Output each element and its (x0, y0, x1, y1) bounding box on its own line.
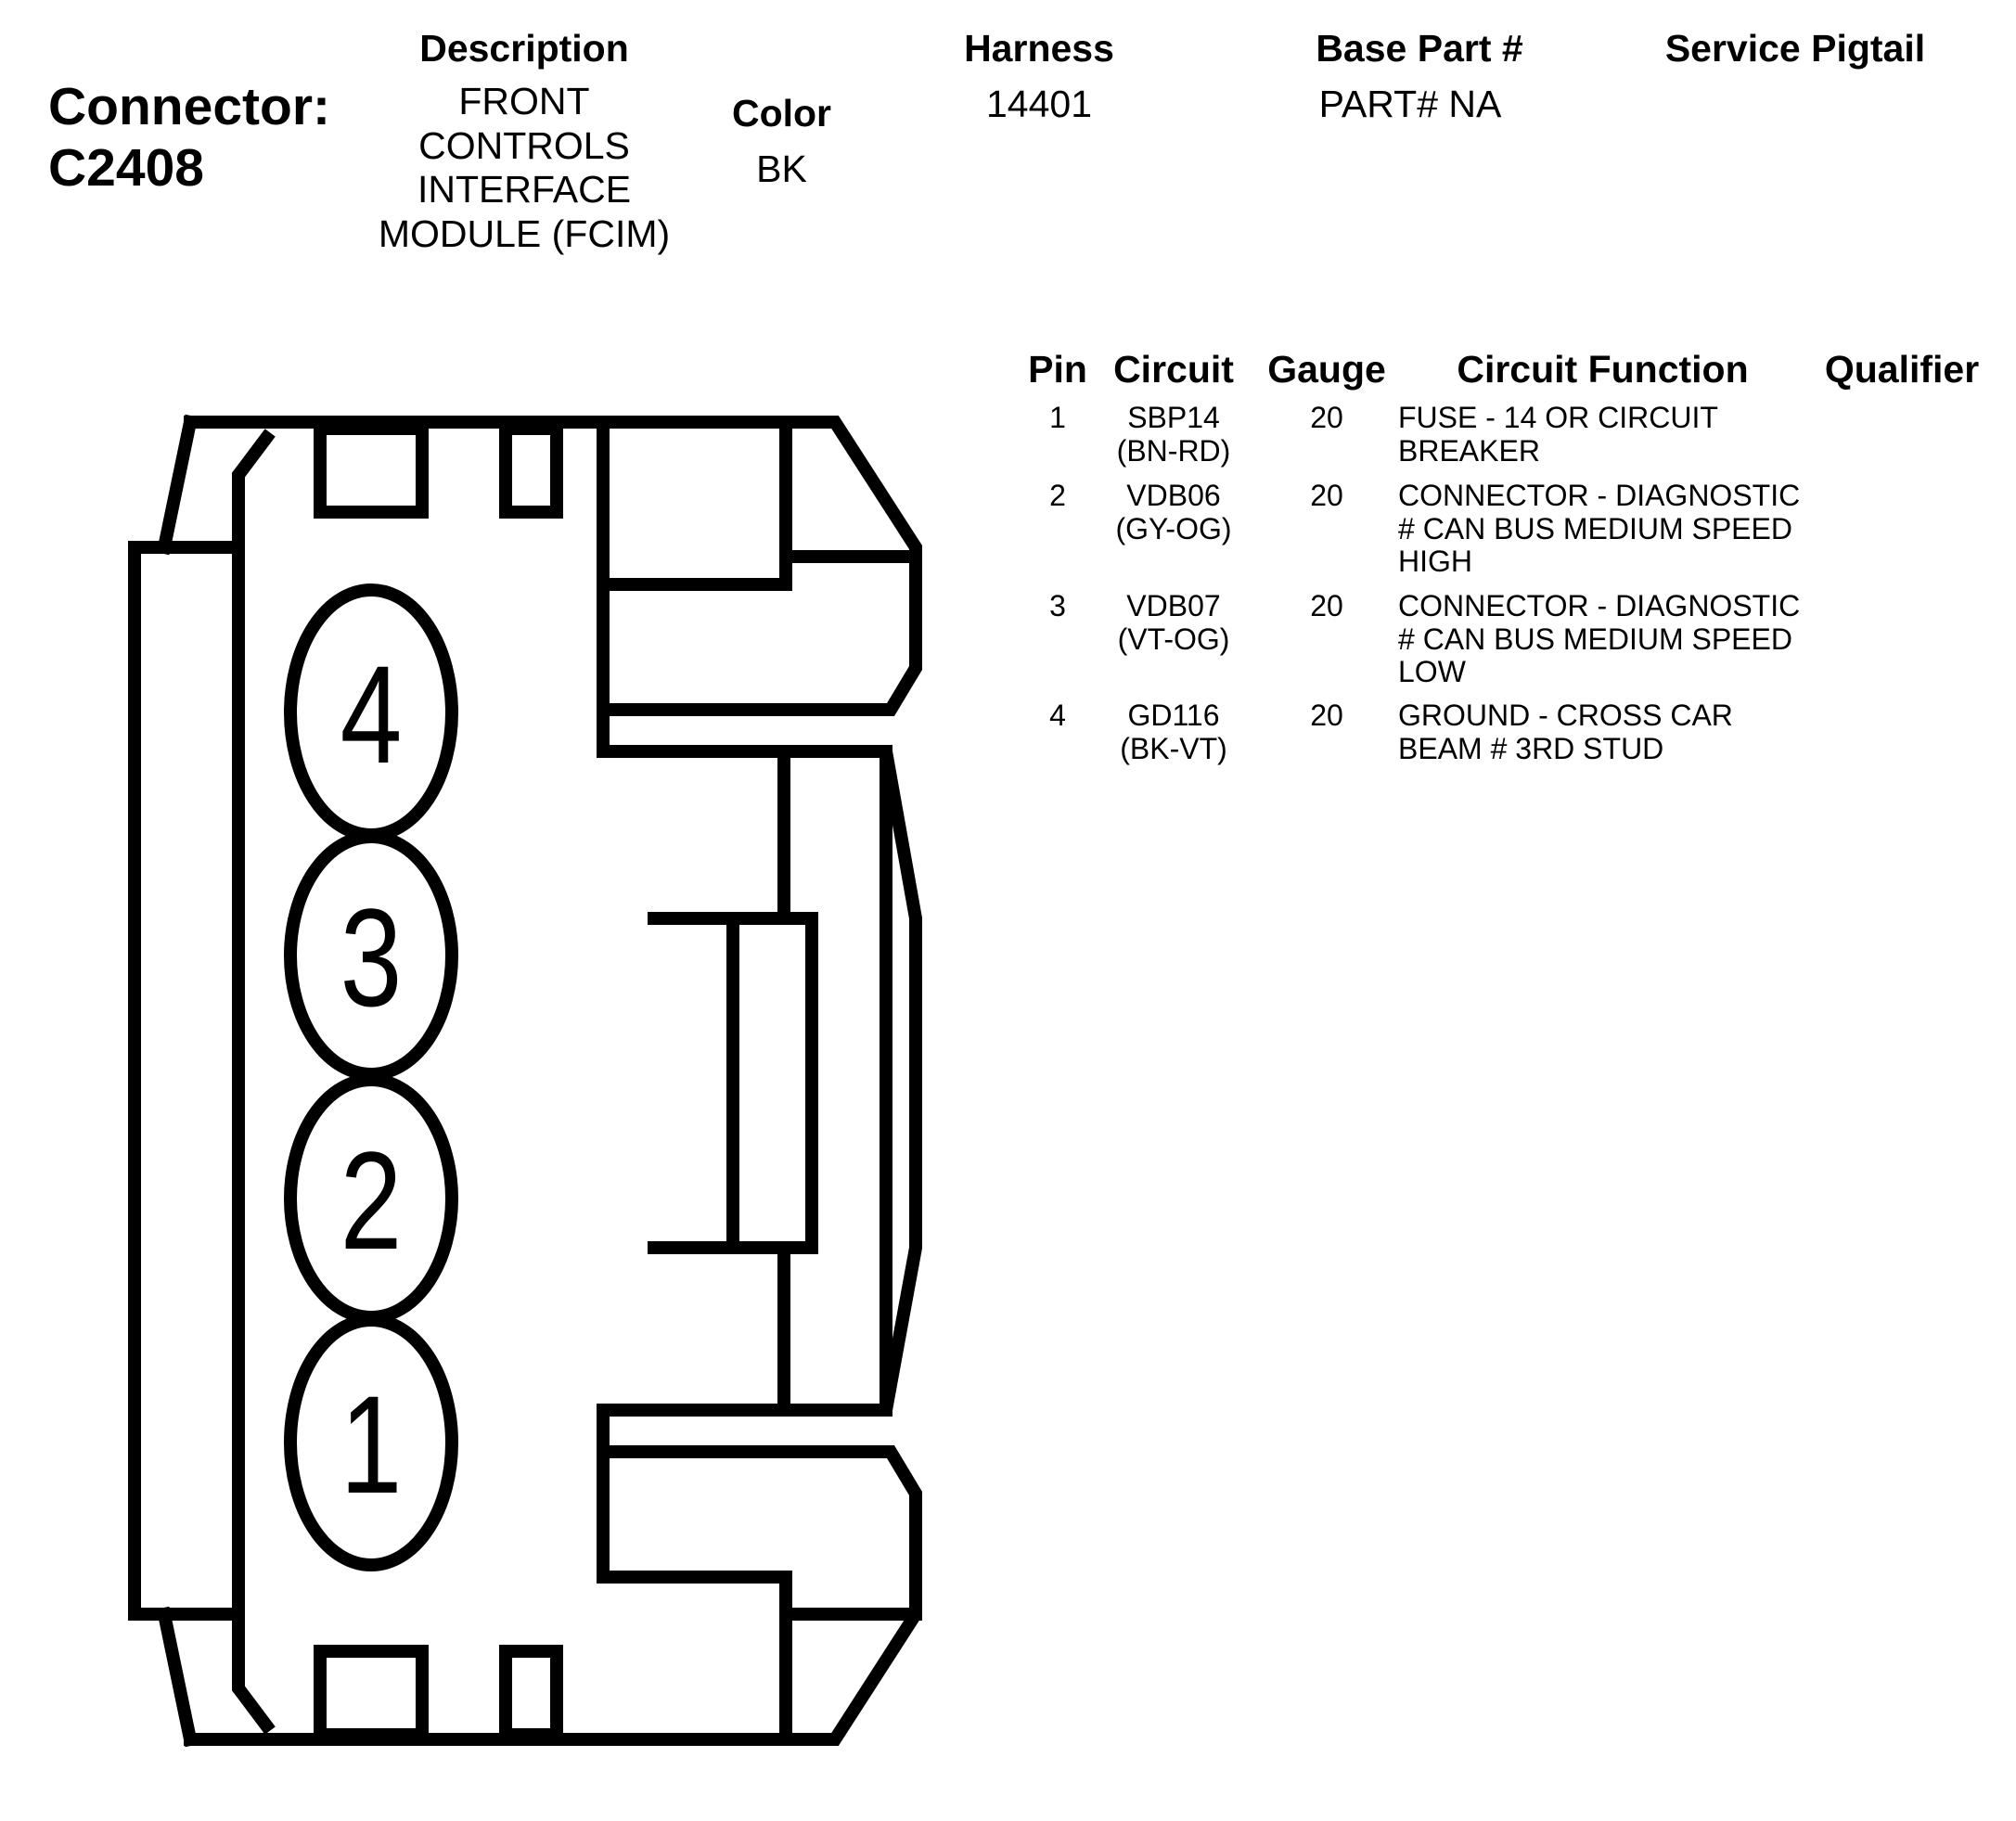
circuit-function-cell: GROUND - CROSS CAR BEAM # 3RD STUD (1398, 699, 1733, 765)
gauge-cell: 20 (1310, 699, 1343, 732)
pin-cell: 3 (1049, 589, 1066, 622)
base-part-value: PART# NA (1318, 83, 1502, 125)
bottom-latch (597, 1404, 922, 1739)
service-pigtail-header: Service Pigtail (1664, 27, 1926, 70)
top-tab-small (499, 422, 563, 519)
color-value: BK (756, 147, 807, 190)
circuit-function-cell: CONNECTOR - DIAGNOSTIC # CAN BUS MEDIUM … (1398, 589, 1801, 688)
pin-label-2: 2 (340, 1122, 403, 1278)
description-header: Description (419, 27, 629, 70)
harness-value: 14401 (985, 83, 1092, 125)
qualifier-column-header: Qualifier (1824, 348, 1980, 391)
connector-body-outline (184, 416, 922, 1746)
connector-id: C2408 (48, 138, 204, 198)
circuit-function-cell: CONNECTOR - DIAGNOSTIC # CAN BUS MEDIUM … (1398, 479, 1801, 578)
pin-label-4: 4 (340, 636, 403, 792)
pin-cell: 1 (1049, 401, 1066, 434)
harness-header: Harness (964, 27, 1114, 70)
pin-label-3: 3 (340, 879, 403, 1035)
pin-cavity-1 (284, 1314, 458, 1571)
base-part-header: Base Part # (1316, 27, 1523, 70)
pin-label-1: 1 (340, 1366, 403, 1522)
bottom-tab-large (314, 1645, 429, 1741)
top-tab-large (314, 422, 429, 519)
gauge-cell: 20 (1310, 401, 1343, 434)
color-header: Color (731, 92, 832, 135)
connector-face-diagram: 4 3 2 1 (128, 414, 922, 1748)
circuit-cell: GD116 (BK-VT) (1120, 699, 1227, 765)
circuit-function-cell: FUSE - 14 OR CIRCUIT BREAKER (1398, 401, 1718, 468)
description-value: FRONT CONTROLS INTERFACE MODULE (FCIM) (378, 80, 671, 255)
connector-label: Connector: (48, 77, 330, 136)
pin-cell: 4 (1049, 699, 1066, 732)
gauge-cell: 20 (1310, 589, 1343, 622)
circuit-column-header: Circuit (1113, 348, 1234, 391)
connector-inner-outline (232, 429, 276, 1735)
top-latch (597, 422, 922, 716)
circuit-cell: VDB07 (VT-OG) (1117, 589, 1230, 656)
gauge-column-header: Gauge (1267, 348, 1386, 391)
connector-left-rail (128, 414, 245, 1748)
bottom-tab-small (499, 1645, 563, 1741)
connector-title: Connector: C2408 (48, 76, 364, 199)
pin-column-header: Pin (1028, 348, 1087, 391)
center-keyway (648, 745, 892, 1417)
pin-cell: 2 (1049, 479, 1066, 512)
gauge-cell: 20 (1310, 479, 1343, 512)
circuit-cell: VDB06 (GY-OG) (1115, 479, 1232, 545)
circuit-cell: SBP14 (BN-RD) (1116, 401, 1231, 468)
circuit-function-column-header: Circuit Function (1457, 348, 1749, 391)
